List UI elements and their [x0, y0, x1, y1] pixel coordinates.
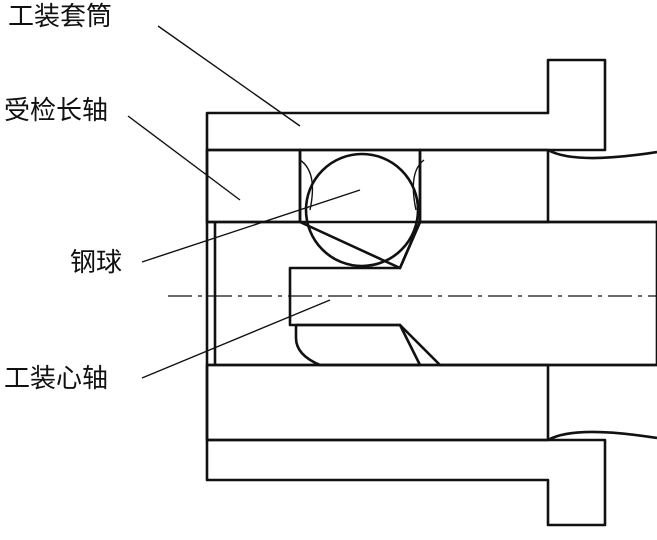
label-inspected-long-shaft: 受检长轴 [4, 96, 109, 126]
steel-ball [298, 148, 425, 270]
tool-mandrel [288, 220, 657, 367]
leader-lines [127, 25, 361, 379]
label-steel-ball: 钢球 [70, 248, 123, 278]
tool-sleeve [205, 58, 607, 527]
inspected-long-shaft [205, 148, 657, 442]
label-tool-sleeve: 工装套筒 [8, 2, 113, 32]
label-tool-mandrel: 工装心轴 [4, 364, 109, 394]
